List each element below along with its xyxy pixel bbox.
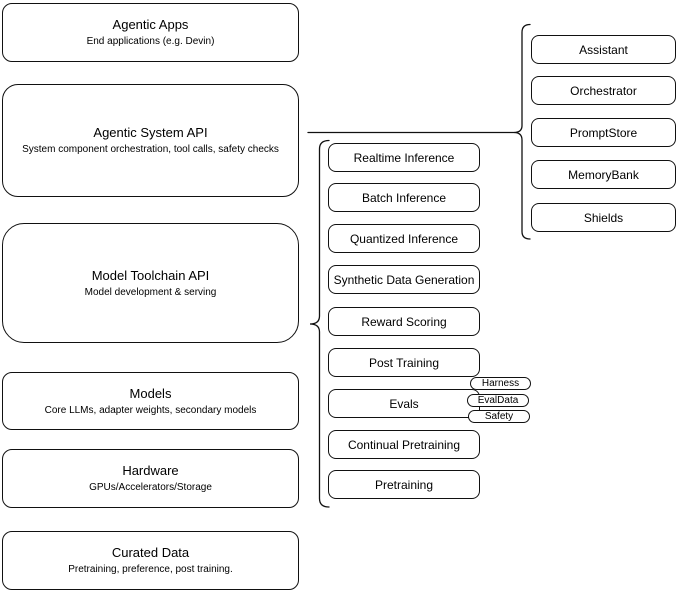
toolchain-brace xyxy=(309,139,330,508)
node-title: Agentic System API xyxy=(93,125,208,140)
components-brace xyxy=(513,23,531,240)
node-curated-data: Curated Data Pretraining, preference, po… xyxy=(2,531,299,590)
node-subtitle: Model development & serving xyxy=(84,286,217,298)
node-subtitle: Pretraining, preference, post training. xyxy=(68,564,233,575)
evals-pill-harness: Harness xyxy=(470,377,531,390)
node-batch-inference: Batch Inference xyxy=(328,183,480,212)
node-subtitle: GPUs/Accelerators/Storage xyxy=(89,482,212,493)
node-subtitle: End applications (e.g. Devin) xyxy=(86,36,215,47)
node-title: Hardware xyxy=(122,463,179,478)
node-continual-pretraining: Continual Pretraining xyxy=(328,430,480,459)
node-shields: Shields xyxy=(531,203,676,232)
node-title: Agentic Apps xyxy=(112,17,189,32)
node-hardware: Hardware GPUs/Accelerators/Storage xyxy=(2,449,299,508)
evals-pill-evaldata: EvalData xyxy=(467,394,529,407)
node-post-training: Post Training xyxy=(328,348,480,377)
node-evals: Evals xyxy=(328,389,480,418)
node-reward-scoring: Reward Scoring xyxy=(328,307,480,336)
node-model-toolchain-api: Model Toolchain API Model development & … xyxy=(2,223,299,343)
node-promptstore: PromptStore xyxy=(531,118,676,147)
node-models: Models Core LLMs, adapter weights, secon… xyxy=(2,372,299,430)
node-memorybank: MemoryBank xyxy=(531,160,676,189)
node-subtitle: Core LLMs, adapter weights, secondary mo… xyxy=(44,404,257,416)
node-orchestrator: Orchestrator xyxy=(531,76,676,105)
node-quantized-inference: Quantized Inference xyxy=(328,224,480,253)
node-assistant: Assistant xyxy=(531,35,676,64)
node-title: Models xyxy=(129,385,172,401)
node-agentic-system-api: Agentic System API System component orch… xyxy=(2,84,299,197)
node-realtime-inference: Realtime Inference xyxy=(328,143,480,172)
node-title: Model Toolchain API xyxy=(91,267,210,283)
node-subtitle: System component orchestration, tool cal… xyxy=(22,144,279,155)
node-pretraining: Pretraining xyxy=(328,470,480,499)
evals-pill-safety: Safety xyxy=(468,410,530,423)
node-agentic-apps: Agentic Apps End applications (e.g. Devi… xyxy=(2,3,299,62)
node-synthetic-data-generation: Synthetic Data Generation xyxy=(328,265,480,294)
node-title: Curated Data xyxy=(111,545,190,560)
